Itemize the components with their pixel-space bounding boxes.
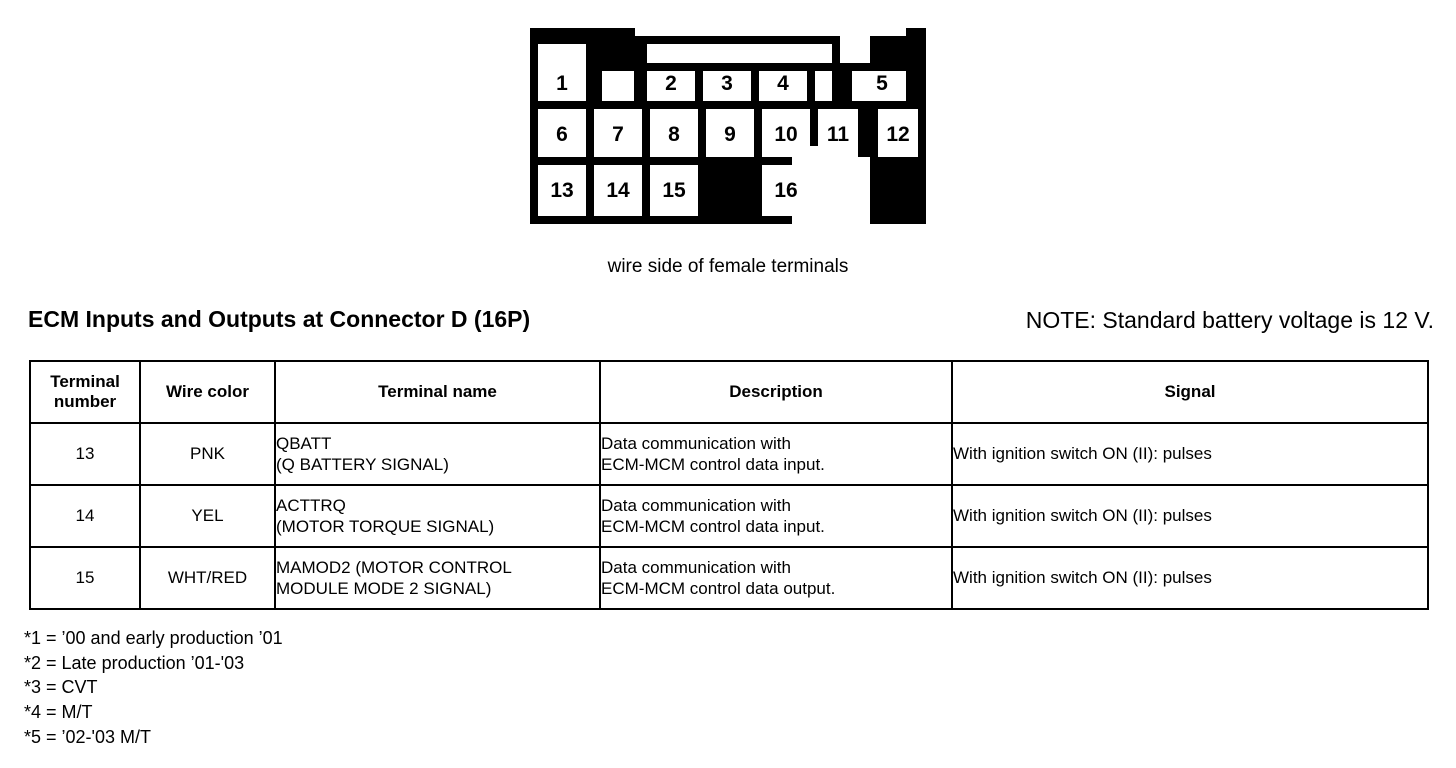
cell-terminal-number: 13 — [29, 422, 141, 486]
pin-label-2: 2 — [665, 72, 677, 95]
cell-terminal-number: 14 — [29, 484, 141, 548]
table-row: 14 YEL ACTTRQ (MOTOR TORQUE SIGNAL) Data… — [29, 484, 1429, 548]
pin-cavity-13 — [538, 165, 586, 216]
cell-terminal-name: ACTTRQ (MOTOR TORQUE SIGNAL) — [274, 484, 601, 548]
cell-wire-color: WHT/RED — [139, 546, 276, 610]
ecm-io-table: Terminal number Wire color Terminal name… — [29, 360, 1429, 610]
cell-terminal-number: 15 — [29, 546, 141, 610]
pin-cavity-10 — [762, 109, 810, 157]
heading-row: ECM Inputs and Outputs at Connector D (1… — [0, 306, 1456, 340]
cell-description-line1: Data communication with — [601, 557, 791, 577]
pin-label-3: 3 — [721, 72, 733, 95]
connector-cavities — [538, 36, 918, 216]
table-row: 13 PNK QBATT (Q BATTERY SIGNAL) Data com… — [29, 422, 1429, 486]
cell-signal: With ignition switch ON (II): pulses — [951, 484, 1429, 548]
cell-signal: With ignition switch ON (II): pulses — [951, 546, 1429, 610]
column-header-terminal-name: Terminal name — [274, 360, 601, 424]
pin-label-12: 12 — [886, 123, 909, 146]
cell-terminal-name-line2: (MOTOR TORQUE SIGNAL) — [276, 517, 495, 536]
cell-description-line1: Data communication with — [601, 495, 791, 515]
table-header-row: Terminal number Wire color Terminal name… — [29, 360, 1429, 424]
pin-cavity-6 — [538, 109, 586, 157]
diagram-caption: wire side of female terminals — [607, 256, 849, 277]
cell-description-line1: Data communication with — [601, 433, 791, 453]
pin-label-1: 1 — [556, 72, 568, 95]
pin-label-14: 14 — [606, 179, 630, 202]
footnote-2: *2 = Late production ’01-'03 — [24, 652, 245, 673]
cell-description-line2: ECM-MCM control data input. — [601, 517, 825, 536]
keying-bar — [858, 101, 878, 157]
footnote-3: *3 = CVT — [24, 677, 98, 698]
pin-cavity-2 — [647, 71, 695, 101]
pin-cavity-16 — [762, 165, 810, 216]
cell-wire-color: YEL — [139, 484, 276, 548]
pin-cavity-11 — [818, 109, 858, 157]
cell-signal-line1: With ignition switch ON (II): pulses — [953, 568, 1212, 588]
cell-description-line2: ECM-MCM control data input. — [601, 455, 825, 474]
cell-signal-line1: With ignition switch ON (II): pulses — [953, 444, 1212, 464]
column-header-terminal-number: Terminal number — [29, 360, 141, 424]
cell-terminal-name-line2: (Q BATTERY SIGNAL) — [276, 455, 449, 474]
column-header-signal: Signal — [951, 360, 1429, 424]
cell-terminal-name-line1: MAMOD2 (MOTOR CONTROL — [276, 557, 512, 577]
column-header-description: Description — [599, 360, 953, 424]
column-header-terminal-number-line1: Terminal — [50, 371, 120, 391]
cell-terminal-name: QBATT (Q BATTERY SIGNAL) — [274, 422, 601, 486]
cell-description: Data communication with ECM-MCM control … — [599, 546, 953, 610]
battery-voltage-note: NOTE: Standard battery voltage is 12 V. — [1025, 307, 1434, 333]
pin-label-5: 5 — [876, 72, 888, 95]
pin-cavity-12 — [878, 109, 918, 157]
pin-cavity-7 — [594, 109, 642, 157]
pin-label-8: 8 — [668, 123, 680, 146]
cavity-row1-empty-b — [602, 71, 639, 101]
connector-notch-detail — [530, 28, 926, 157]
cell-terminal-name-line1: ACTTRQ — [276, 495, 346, 515]
pin-cavity-3 — [703, 71, 751, 101]
cell-wire-color: PNK — [139, 422, 276, 486]
pin-label-4: 4 — [777, 72, 789, 95]
column-header-wire-color: Wire color — [139, 360, 276, 424]
pin-label-9: 9 — [724, 123, 736, 146]
pin-label-10: 10 — [774, 123, 797, 146]
footnote-1: *1 = ’00 and early production ’01 — [24, 628, 283, 648]
cell-description: Data communication with ECM-MCM control … — [599, 484, 953, 548]
pin-cavity-1-lower — [538, 58, 586, 101]
column-header-terminal-number-line2: number — [53, 392, 117, 411]
pin-cavity-15 — [650, 165, 698, 216]
cell-terminal-name: MAMOD2 (MOTOR CONTROL MODULE MODE 2 SIGN… — [274, 546, 601, 610]
pin-cavity-9 — [706, 109, 754, 157]
pin-label-11: 11 — [827, 123, 850, 146]
pin-cavity-14 — [594, 165, 642, 216]
table-row: 15 WHT/RED MAMOD2 (MOTOR CONTROL MODULE … — [29, 546, 1429, 610]
pin-cavity-8 — [650, 109, 698, 157]
pin-label-7: 7 — [612, 123, 624, 146]
cell-description-line2: ECM-MCM control data output. — [601, 579, 836, 598]
cell-description: Data communication with ECM-MCM control … — [599, 422, 953, 486]
pin-number-labels: 1 2 3 4 5 6 7 8 9 10 11 12 13 14 15 16 — [550, 72, 909, 202]
footnote-5: *5 = ’02-'03 M/T — [24, 726, 151, 747]
footnote-4: *4 = M/T — [24, 701, 93, 722]
pin-label-6: 6 — [556, 123, 568, 146]
page-title: ECM Inputs and Outputs at Connector D (1… — [28, 306, 531, 332]
pin-label-16: 16 — [774, 179, 797, 202]
cell-signal: With ignition switch ON (II): pulses — [951, 422, 1429, 486]
pin-label-15: 15 — [662, 179, 686, 202]
cell-signal-line1: With ignition switch ON (II): pulses — [953, 506, 1212, 526]
pin-cavity-4 — [759, 71, 807, 101]
cell-terminal-name-line1: QBATT — [276, 433, 332, 453]
footnotes-block: *1 = ’00 and early production ’01 *2 = L… — [24, 626, 283, 749]
cell-terminal-name-line2: MODULE MODE 2 SIGNAL) — [276, 579, 492, 598]
pin-label-13: 13 — [550, 179, 573, 202]
connector-pinout-diagram: 1 2 3 4 5 6 7 8 9 10 11 12 13 14 15 16 — [530, 28, 926, 224]
pin-cavity-5 — [852, 71, 906, 101]
pin-cavity-2-upper — [647, 44, 832, 63]
